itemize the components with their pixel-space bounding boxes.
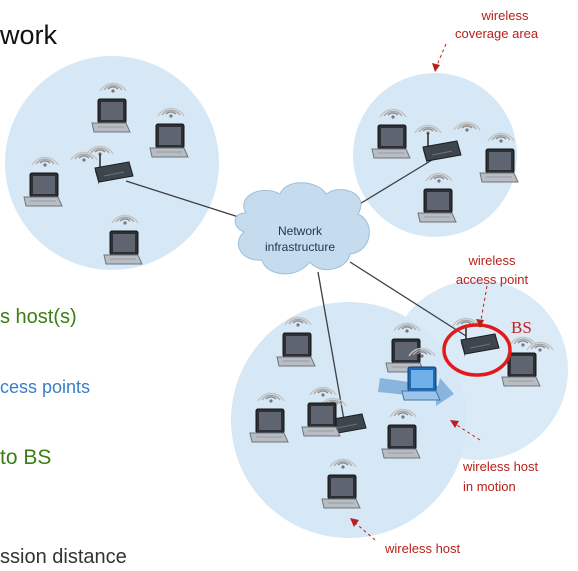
annotation-host-motion-line2: in motion (463, 479, 516, 494)
annotation-host-motion-line1: wireless host (462, 459, 539, 474)
bullet-to-bs: to BS (0, 446, 52, 469)
bs-highlight-circle (442, 323, 512, 377)
slide-title-fragment: work (0, 20, 58, 50)
network-infrastructure-cloud (234, 182, 370, 275)
annotation-access-point-line1: wireless (468, 253, 516, 268)
link-top-right (357, 159, 433, 206)
laptop-in-motion (378, 347, 454, 406)
coverage-cell-right (388, 280, 568, 460)
annotation-access-point-line2: access point (456, 272, 529, 287)
cloud-label-line1: Network (278, 224, 323, 238)
annotation-host: wireless host (384, 541, 461, 556)
annotation-coverage-line2: coverage area (455, 26, 539, 41)
bullet-transmission-distance: ssion distance (0, 546, 127, 568)
link-right (349, 261, 467, 337)
link-left (125, 180, 249, 221)
annotation-coverage-line1: wireless (481, 8, 529, 23)
bs-label: BS (511, 318, 532, 337)
bullet-wireless-hosts: s host(s) (0, 306, 77, 328)
link-bottom (317, 271, 345, 421)
bullet-access-points: cess points (0, 377, 91, 397)
cloud-label-line2: infrastructure (265, 240, 335, 254)
